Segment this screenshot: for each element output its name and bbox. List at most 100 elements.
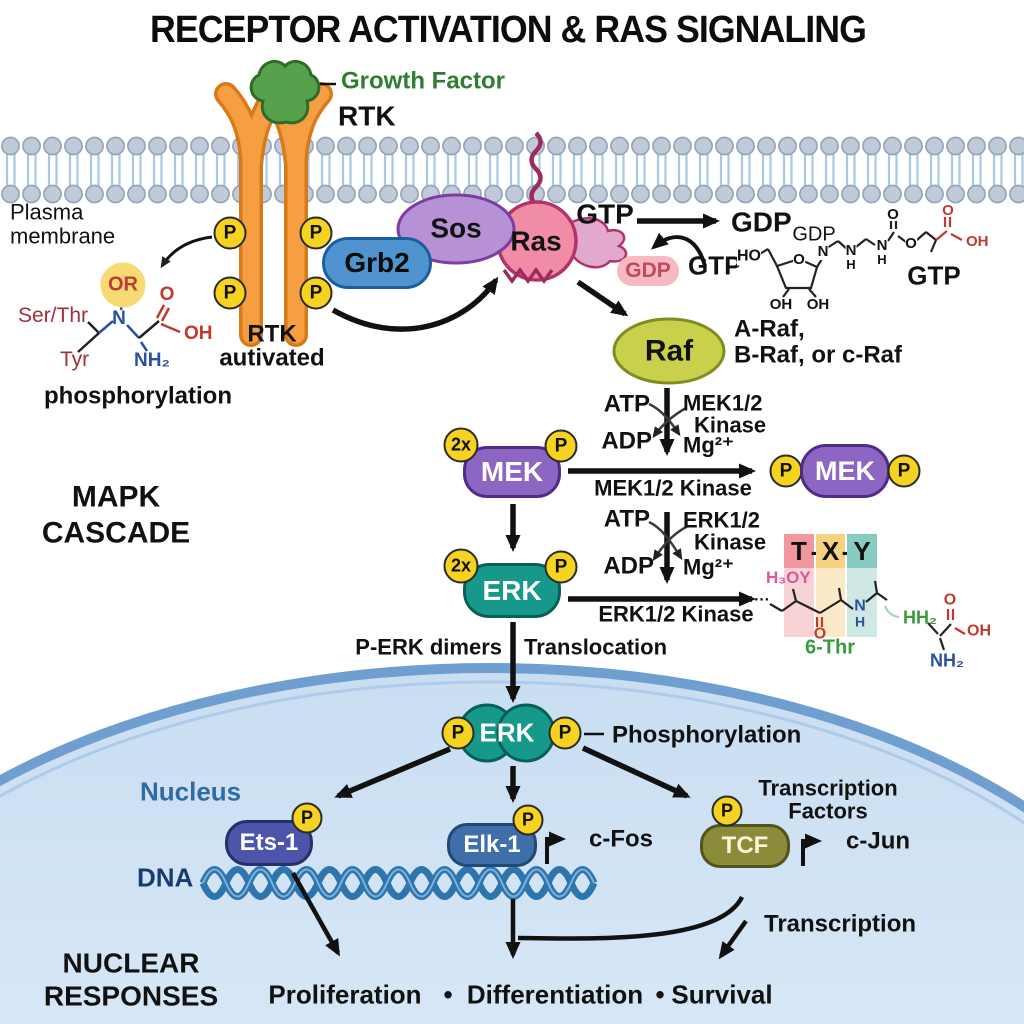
plasma-membrane — [0, 136, 1024, 204]
ras-side-lobe — [566, 217, 628, 269]
mek-mg-label: Mg²⁺ — [683, 432, 734, 458]
nucleotide-h3: H — [877, 252, 887, 268]
phosphate-badge: P — [544, 429, 578, 463]
txy-hh2-label: HH₂ — [903, 607, 937, 628]
dna-label: DNA — [137, 862, 194, 893]
arrow-to-survival — [718, 919, 748, 960]
sos-label: Sos — [430, 212, 482, 244]
rtk-activated-label-1: RTK — [247, 320, 297, 348]
nucleotide-gdp-small: GDP — [792, 223, 836, 246]
txy-acid-o: O — [943, 591, 957, 609]
txy-nh2: NH₂ — [930, 650, 964, 671]
dna-helix — [199, 866, 598, 900]
phosphate-badge: P — [213, 276, 247, 310]
txy-n: N — [854, 597, 866, 615]
plasma-membrane-label-2: membrane — [10, 223, 116, 249]
arrow-erk-to-tcf — [581, 745, 691, 799]
phosphate-badge: P — [299, 276, 333, 310]
growth-factor-icon — [249, 59, 336, 125]
phosphate-badge: P — [711, 795, 743, 827]
rtk-label: RTK — [338, 100, 396, 132]
tcf-label: TCF — [721, 832, 769, 860]
erk-label: ERK — [482, 574, 542, 606]
arrow-erk-to-ets1 — [334, 746, 452, 799]
nucleotide-ring-oh1: OH — [769, 296, 793, 314]
ras-label: Ras — [510, 225, 562, 257]
erk-dimer-label: ERK — [479, 717, 535, 748]
txy-o: O — [813, 625, 827, 643]
nucleotide-ho: HO — [737, 247, 761, 266]
erk-2x-badge: 2x — [443, 548, 479, 584]
nucleotide-gtp-label: GTP — [907, 260, 961, 291]
ets1-label: Ets-1 — [239, 829, 299, 857]
mek-adp-label: ADP — [601, 427, 652, 455]
ras-shape — [496, 131, 628, 284]
nuclear-responses-heading-2: RESPONSES — [43, 980, 219, 1012]
gdp-label: GDP — [731, 206, 792, 238]
c-fos-label: c-Fos — [589, 825, 654, 853]
arrow-to-proliferation — [291, 871, 340, 957]
nucleotide-acid-o: O — [942, 202, 954, 220]
txy-h3oy-label: H₃OY — [766, 568, 811, 588]
phosphate-badge: P — [291, 802, 323, 834]
nucleotide-n3: N — [876, 237, 888, 255]
chem-oh: OH — [184, 323, 213, 345]
arrow-tcf-to-cjun — [801, 833, 822, 866]
c-jun-label: c-Jun — [846, 827, 911, 855]
chem-nh2: NH₂ — [134, 350, 170, 372]
plasma-membrane-label-1: Plasma — [10, 199, 84, 225]
arrow-rtk-to-ras — [331, 276, 499, 332]
rtk-activated-label-2: autivated — [219, 344, 325, 372]
response-differentiation: Differentiation — [466, 979, 644, 1010]
gtp-lower-label: GTP — [688, 250, 742, 281]
txy-highlight-bands — [784, 568, 877, 637]
gdp-bound-label: GDP — [625, 258, 671, 282]
transcription-factors-label-1: Transcription — [758, 775, 898, 801]
phosphorylation-label: Phosphorylation — [612, 721, 802, 749]
phosphate-badge: P — [544, 550, 578, 584]
nucleotide-n2: N — [845, 242, 857, 260]
mapk-heading-1: MAPK — [71, 480, 161, 514]
mek-atp-label: ATP — [603, 390, 650, 418]
nucleotide-ring-oh2: OH — [806, 296, 830, 314]
nucleotide-ring-o: O — [793, 251, 805, 269]
nucleotide-h2: H — [846, 257, 856, 273]
txy-chemistry — [769, 580, 966, 651]
erk-atp-label: ATP — [603, 505, 650, 533]
arrow-gdp-exchange — [650, 232, 707, 267]
phosphate-badge: P — [769, 454, 803, 488]
elk1-label: Elk-1 — [463, 831, 521, 859]
txy-dash: - — [841, 535, 851, 566]
translocation-label: Translocation — [524, 634, 668, 660]
grb2-label: Grb2 — [344, 247, 410, 279]
response-survival: Survival — [671, 979, 773, 1010]
arrow-kinase-cross-1 — [652, 406, 687, 439]
gtp-label: GTP — [576, 198, 634, 230]
tcf-node: TCF — [700, 824, 790, 868]
raf-variants-2: B-Raf, or c-Raf — [734, 341, 903, 369]
ras-lipid-anchor — [529, 131, 543, 207]
txy-residue-label: 6-Thr — [805, 636, 855, 659]
arrow-elk1-to-cfos — [545, 831, 566, 864]
txy-h: H — [854, 613, 866, 630]
phosphorylation-caption: phosphorylation — [44, 382, 232, 410]
txy-acid-oh: OH — [967, 622, 991, 640]
transcription-label: Transcription — [764, 910, 917, 938]
nucleotide-carbonyl-o: O — [887, 206, 899, 224]
transcription-factors-label-2: Factors — [788, 798, 868, 824]
p-erk-dimers-label: P-ERK dimers — [355, 634, 502, 660]
ser-thr-label: Ser/Thr — [18, 303, 89, 327]
mek-kinase-label-2: Kinase — [694, 412, 767, 438]
erk-mg-label: Mg²⁺ — [683, 554, 734, 580]
txy-dash: - — [810, 535, 820, 566]
nucleotide-n1: N — [817, 243, 829, 261]
response-bullet: • — [443, 979, 453, 1010]
sos-shape — [396, 193, 516, 265]
mek-node: MEK — [463, 446, 561, 498]
txy-dots: ··· — [754, 591, 770, 609]
mek-label: MEK — [480, 456, 544, 488]
phosphate-badge: P — [299, 216, 333, 250]
grb2-node: Grb2 — [322, 237, 432, 289]
gdp-bound-tag: GDP — [617, 256, 679, 286]
